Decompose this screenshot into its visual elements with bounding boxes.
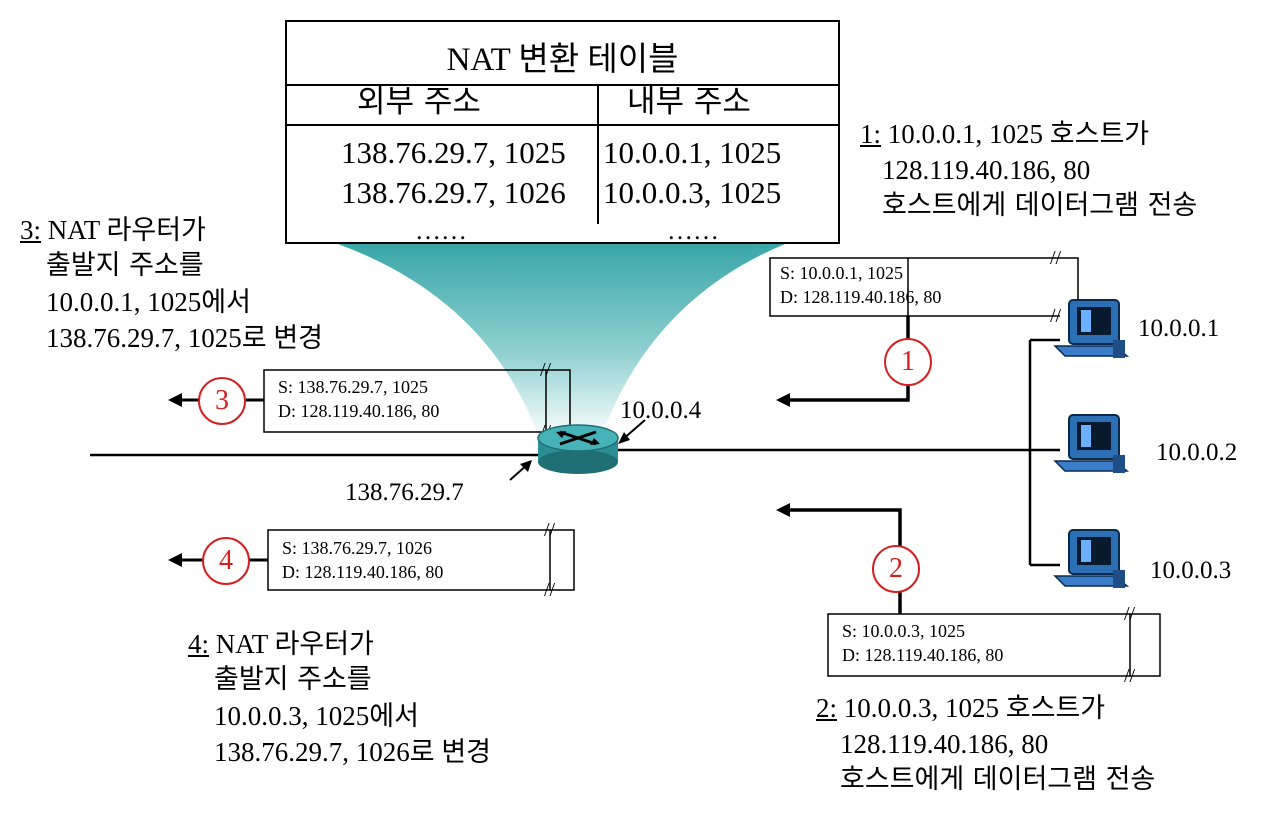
wan-cell: 138.76.29.7, 1026	[341, 175, 566, 210]
step-number: 4:	[188, 629, 210, 659]
note-line: 호스트에게 데이터그램 전송	[840, 764, 1156, 795]
wan-cell: 138.76.29.7, 1025	[341, 135, 566, 170]
note-line: 출발지 주소를	[214, 664, 372, 695]
step-number: 3:	[20, 215, 42, 245]
packet-3-header: S: 138.76.29.7, 1025 D: 128.119.40.186, …	[278, 375, 439, 423]
table-column-divider	[597, 84, 599, 224]
note-line: 138.76.29.7, 1025로 변경	[46, 323, 324, 353]
lan-cell: 10.0.0.1, 1025	[603, 135, 782, 170]
svg-text://: //	[544, 519, 556, 541]
lan-cell: 10.0.0.3, 1025	[603, 175, 782, 210]
table-ellipsis: ……	[667, 216, 719, 245]
step-3-note: 3: NAT 라우터가 출발지 주소를 10.0.0.1, 1025에서 138…	[20, 212, 323, 356]
step-marker-1: 1	[884, 338, 932, 386]
packet-4-tail	[550, 529, 575, 591]
note-line: 128.119.40.186, 80	[882, 155, 1091, 185]
packet-destination: D: 128.119.40.186, 80	[278, 401, 440, 421]
host-1-label: 10.0.0.1	[1138, 315, 1220, 342]
svg-text://: //	[1050, 305, 1062, 327]
note-line: NAT 라우터가	[209, 629, 374, 659]
packet-destination: D: 128.119.40.186, 80	[780, 287, 942, 307]
note-line: NAT 라우터가	[41, 215, 206, 245]
svg-text://: //	[1124, 665, 1136, 687]
packet-destination: D: 128.119.40.186, 80	[282, 562, 444, 582]
table-divider	[287, 124, 838, 126]
packet-source: S: 10.0.0.3, 1025	[842, 621, 966, 641]
computer-icon-2	[1053, 414, 1130, 473]
table-divider	[287, 84, 838, 86]
note-line: 출발지 주소를	[46, 250, 204, 281]
note-line: 10.0.0.1, 1025 호스트가	[881, 119, 1150, 149]
packet-source: S: 138.76.29.7, 1025	[278, 377, 429, 397]
svg-text://: //	[544, 579, 556, 601]
packet-2-header: S: 10.0.0.3, 1025 D: 128.119.40.186, 80	[842, 619, 1003, 667]
packet-source: S: 10.0.0.1, 1025	[780, 263, 904, 283]
packet-4-header: S: 138.76.29.7, 1026 D: 128.119.40.186, …	[282, 536, 443, 584]
note-line: 128.119.40.186, 80	[840, 729, 1049, 759]
wan-side-header: 외부 주소	[357, 84, 481, 120]
note-line: 10.0.0.1, 1025에서	[46, 287, 251, 317]
host-2-label: 10.0.0.2	[1156, 439, 1238, 466]
note-line: 10.0.0.3, 1025 호스트가	[837, 693, 1106, 723]
note-line: 138.76.29.7, 1026로 변경	[214, 737, 492, 767]
packet-1-box	[769, 257, 909, 317]
step-1-note: 1: 10.0.0.1, 1025 호스트가 128.119.40.186, 8…	[860, 116, 1197, 224]
packet-1-tail-top	[908, 257, 1079, 300]
computer-icon-1	[1053, 299, 1130, 358]
nat-router-icon	[537, 424, 619, 474]
svg-text://: //	[540, 359, 552, 381]
router-lan-ip-label: 10.0.0.4	[620, 397, 702, 424]
computer-icon-3	[1053, 529, 1130, 588]
host-3-label: 10.0.0.3	[1150, 557, 1232, 584]
svg-text://: //	[1124, 603, 1136, 625]
packet-2-box	[827, 613, 1131, 677]
note-line: 호스트에게 데이터그램 전송	[882, 190, 1198, 221]
router-wan-ip-label: 138.76.29.7	[345, 479, 464, 506]
step-marker-3: 3	[198, 377, 246, 425]
step-4-note: 4: NAT 라우터가 출발지 주소를 10.0.0.3, 1025에서 138…	[188, 626, 491, 770]
packet-source: S: 138.76.29.7, 1026	[282, 538, 433, 558]
lan-side-header: 내부 주소	[627, 84, 751, 120]
packet-2-tail	[1130, 613, 1161, 677]
note-line: 10.0.0.3, 1025에서	[214, 701, 419, 731]
table-ellipsis: ……	[415, 216, 467, 245]
svg-text://: //	[1050, 247, 1062, 269]
packet-destination: D: 128.119.40.186, 80	[842, 645, 1004, 665]
step-marker-4: 4	[202, 537, 250, 585]
step-2-note: 2: 10.0.0.3, 1025 호스트가 128.119.40.186, 8…	[816, 690, 1155, 798]
nat-table-title: NAT 변환 테이블	[446, 42, 679, 78]
packet-1-header: S: 10.0.0.1, 1025 D: 128.119.40.186, 80	[780, 261, 941, 309]
nat-translation-table: NAT 변환 테이블 외부 주소 내부 주소 138.76.29.7, 1025…	[285, 20, 840, 245]
step-number: 2:	[816, 693, 838, 723]
nat-table-cone	[338, 244, 785, 440]
step-marker-2: 2	[872, 545, 920, 593]
step-number: 1:	[860, 119, 882, 149]
